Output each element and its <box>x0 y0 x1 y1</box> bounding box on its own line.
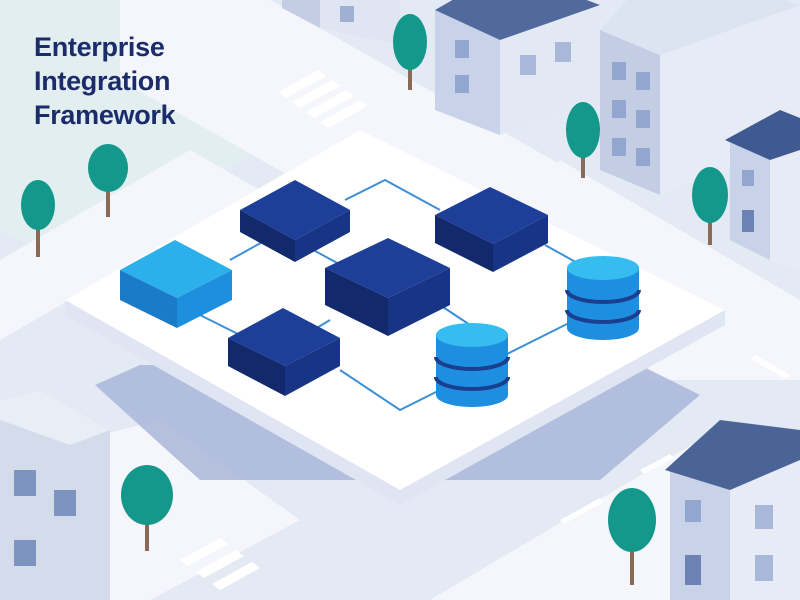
building-top-center-left <box>282 0 400 45</box>
road-markings <box>560 355 790 524</box>
node-database-center <box>434 323 510 407</box>
node-service-bottom <box>228 308 340 396</box>
connection-center-db <box>439 304 471 326</box>
connection-left-bottom <box>199 314 241 336</box>
node-service-left <box>120 240 232 328</box>
node-database-right <box>565 256 641 340</box>
tree-bottom-right <box>608 488 656 585</box>
connection-top-left-top-right <box>344 178 441 211</box>
road-east <box>540 160 800 340</box>
title-line-1: Enterprise <box>34 32 165 62</box>
road-west <box>0 150 260 340</box>
page-title: Enterprise Integration Framework <box>34 30 176 132</box>
tree-top-center <box>393 14 427 90</box>
tree-right-middle <box>692 167 728 245</box>
tree-bottom-left <box>121 465 173 551</box>
tree-right-upper <box>566 102 600 178</box>
node-service-top-right <box>435 187 548 272</box>
node-service-top-left <box>240 180 350 262</box>
building-right-house <box>725 110 800 270</box>
title-line-3: Framework <box>34 100 176 130</box>
connection-db-db <box>504 319 576 356</box>
tree-left-lower <box>21 180 55 257</box>
node-service-center <box>325 238 450 336</box>
title-line-2: Integration <box>34 66 171 96</box>
crosswalk-bottom <box>180 538 260 590</box>
crosswalk-top <box>278 70 368 128</box>
building-bottom-right <box>665 420 800 600</box>
building-top-center <box>435 0 600 135</box>
building-bottom-left <box>0 390 110 600</box>
connection-bottom-db <box>339 369 441 412</box>
tree-left-upper <box>88 144 128 217</box>
